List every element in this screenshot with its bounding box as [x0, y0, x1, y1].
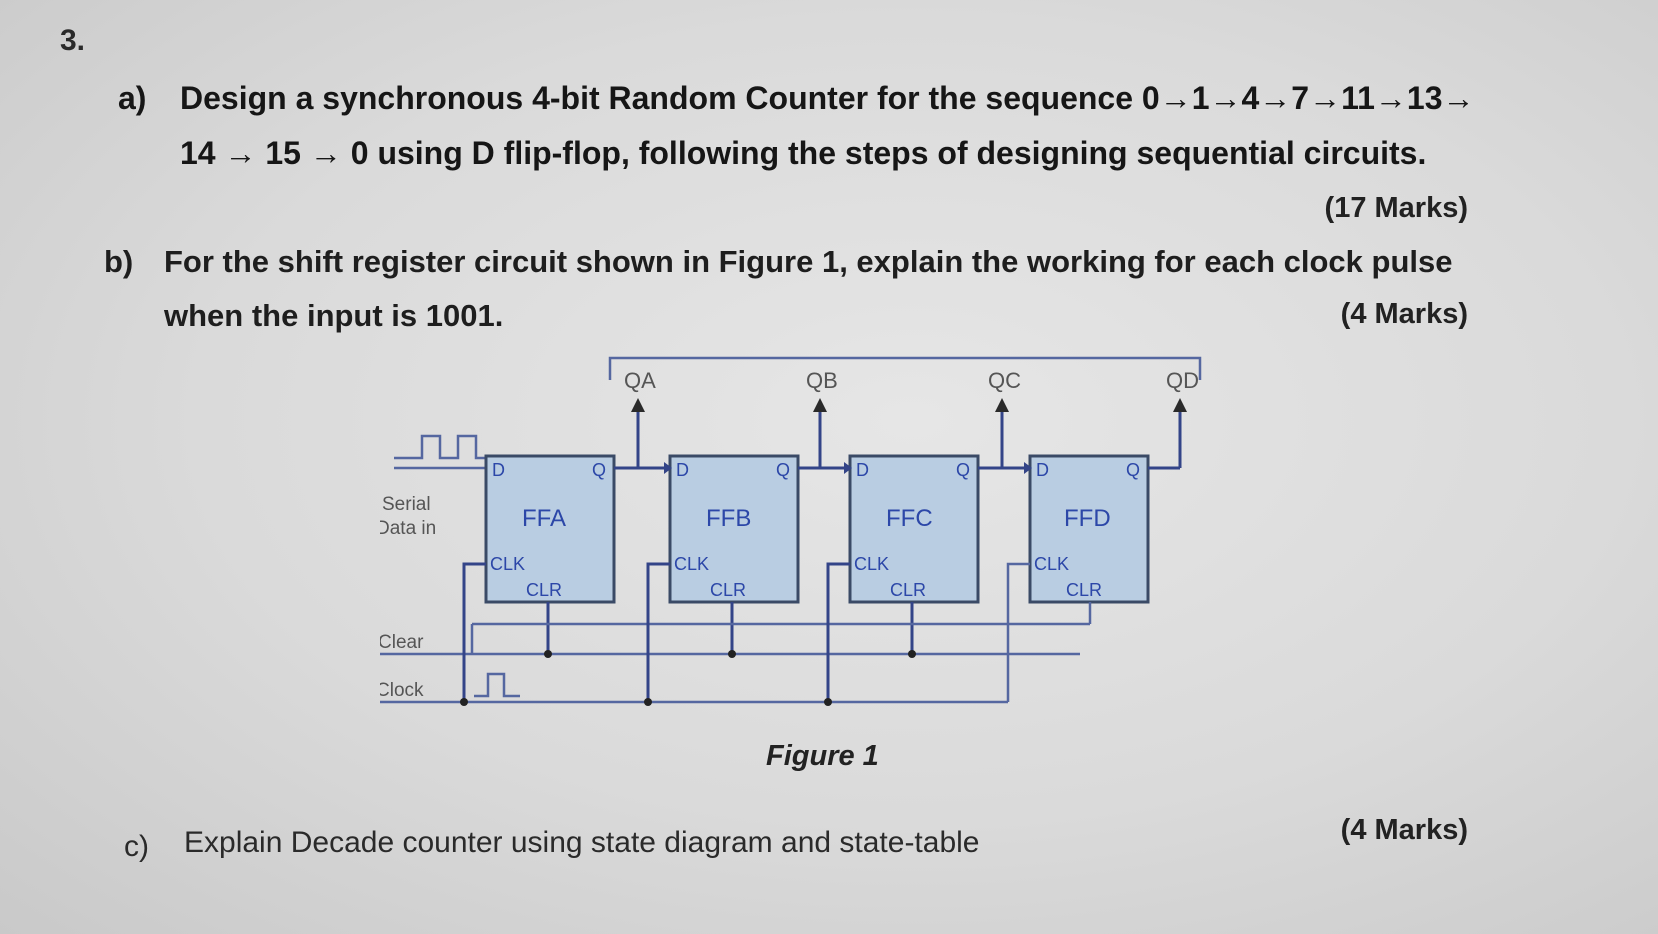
flipflop-box-b [668, 454, 800, 604]
ffd-clr-pin: CLR [1066, 580, 1102, 600]
ffd-q-pin: Q [1126, 460, 1140, 480]
clk-c-wire [826, 562, 850, 702]
output-label-qa: QA [624, 368, 656, 393]
arrow-qb-dc [844, 462, 852, 474]
ffc-clr-pin: CLR [890, 580, 926, 600]
part-c-marks: (4 Marks) [1340, 814, 1468, 846]
ffd-clk-pin: CLK [1034, 554, 1069, 574]
arrow-qa-up [631, 398, 645, 412]
clk-a-wire [462, 562, 486, 702]
ffb-name: FFB [706, 505, 751, 532]
clk-d-wire [1006, 562, 1030, 702]
part-b-marks: (4 Marks) [1340, 298, 1468, 330]
ffc-clk-pin: CLK [854, 554, 889, 574]
question-number: 3. [60, 24, 86, 57]
arrow-qc-up [995, 398, 1009, 412]
part-b-label: b) [104, 244, 134, 279]
ffb-d-pin: D [676, 460, 689, 480]
ffb-q-pin: Q [776, 460, 790, 480]
ffd-d-pin: D [1036, 460, 1049, 480]
shift-register-figure: QA QB QC QD D Q FFA CLK CLR D Q FFB CLK … [380, 356, 1202, 706]
ffa-q-pin: Q [592, 460, 606, 480]
arrow-qd-up [1173, 398, 1187, 412]
figure-caption: Figure 1 [766, 740, 879, 772]
output-label-qb: QB [806, 368, 838, 393]
clk-b-wire [646, 562, 670, 702]
feedback-bracket [608, 356, 1202, 380]
ffc-q-pin: Q [956, 460, 970, 480]
part-c-label: c) [124, 830, 149, 863]
part-a-label: a) [118, 80, 147, 116]
part-a-text-line-1: Design a synchronous 4-bit Random Counte… [180, 80, 1475, 116]
junction-clr-a [544, 650, 552, 658]
junction-clk-c [824, 698, 832, 706]
ffc-name: FFC [886, 505, 933, 532]
part-a-marks: (17 Marks) [1324, 192, 1468, 224]
ffa-d-pin: D [492, 460, 505, 480]
serial-label-1: Serial [382, 494, 431, 515]
junction-clk-b [644, 698, 652, 706]
part-a-text-line-2: 14 → 15 → 0 using D flip-flop, following… [180, 135, 1427, 171]
clock-label: Clock [380, 680, 424, 701]
part-b-text-line-1: For the shift register circuit shown in … [164, 244, 1453, 279]
arrow-qb-up [813, 398, 827, 412]
ffa-clr-pin: CLR [526, 580, 562, 600]
clock-waveform [474, 672, 520, 698]
serial-data-waveform [394, 434, 498, 460]
ffb-clk-pin: CLK [674, 554, 709, 574]
ffc-d-pin: D [856, 460, 869, 480]
ffa-name: FFA [522, 505, 566, 532]
ffb-clr-pin: CLR [710, 580, 746, 600]
junction-clk-a [460, 698, 468, 706]
ffd-name: FFD [1064, 505, 1111, 532]
clear-label: Clear [380, 632, 424, 653]
ffa-clk-pin: CLK [490, 554, 525, 574]
arrow-qa-db [664, 462, 672, 474]
output-label-qc: QC [988, 368, 1021, 393]
part-c-text: Explain Decade counter using state diagr… [184, 826, 980, 859]
arrow-qc-dd [1024, 462, 1032, 474]
flipflop-box-a [484, 454, 616, 604]
junction-clr-c [908, 650, 916, 658]
part-b-text-line-2: when the input is 1001. [164, 298, 504, 333]
serial-label-2: Data in [380, 518, 436, 539]
output-label-qd: QD [1166, 368, 1199, 393]
junction-clr-b [728, 650, 736, 658]
flipflop-box-c [848, 454, 980, 604]
